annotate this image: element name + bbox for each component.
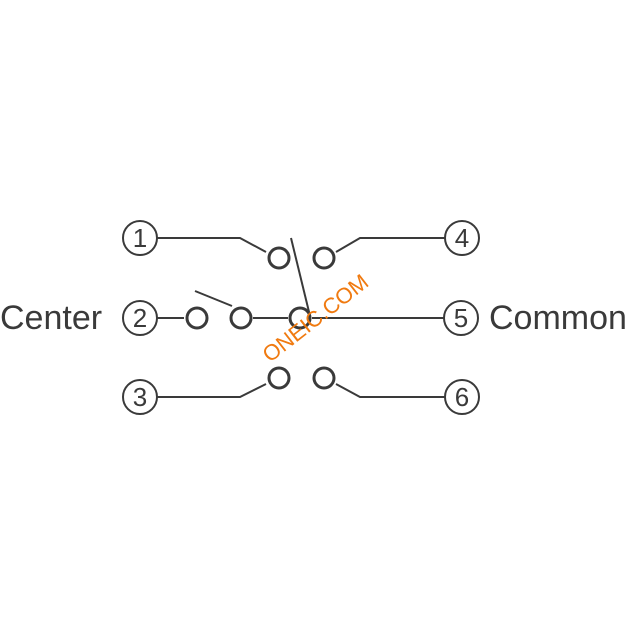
pin-6-number: 6: [455, 382, 469, 412]
pin-1-marker: 1: [122, 220, 158, 256]
contact-bottom-left: [267, 366, 291, 390]
contact-top-left: [267, 246, 291, 270]
pin-1-number: 1: [133, 223, 147, 253]
pin-6-marker: 6: [444, 379, 480, 415]
pin-5-number: 5: [454, 303, 468, 333]
pin-5-marker: 5: [443, 300, 479, 336]
pin-3-number: 3: [133, 382, 147, 412]
pin-3-marker: 3: [122, 379, 158, 415]
wire-pin-6: [335, 383, 445, 398]
contact-common: [288, 306, 312, 330]
contacts: [185, 246, 336, 390]
pin-4-marker: 4: [444, 220, 480, 256]
contact-center-middle: [229, 306, 253, 330]
center-switch-lever: [194, 290, 233, 307]
pin-4-number: 4: [455, 223, 469, 253]
wire-pin-3: [157, 383, 267, 398]
wire-pin-1: [157, 237, 267, 253]
common-switch-lever: [290, 237, 311, 317]
contact-top-right: [312, 246, 336, 270]
wire-pin-4: [335, 237, 445, 253]
contact-bottom-right: [312, 366, 336, 390]
wires: [157, 237, 445, 398]
contact-center-pin-2: [185, 306, 209, 330]
center-label: Center: [0, 299, 102, 337]
common-label: Common: [489, 299, 627, 337]
pin-2-number: 2: [133, 303, 147, 333]
pin-2-marker: 2: [122, 300, 158, 336]
